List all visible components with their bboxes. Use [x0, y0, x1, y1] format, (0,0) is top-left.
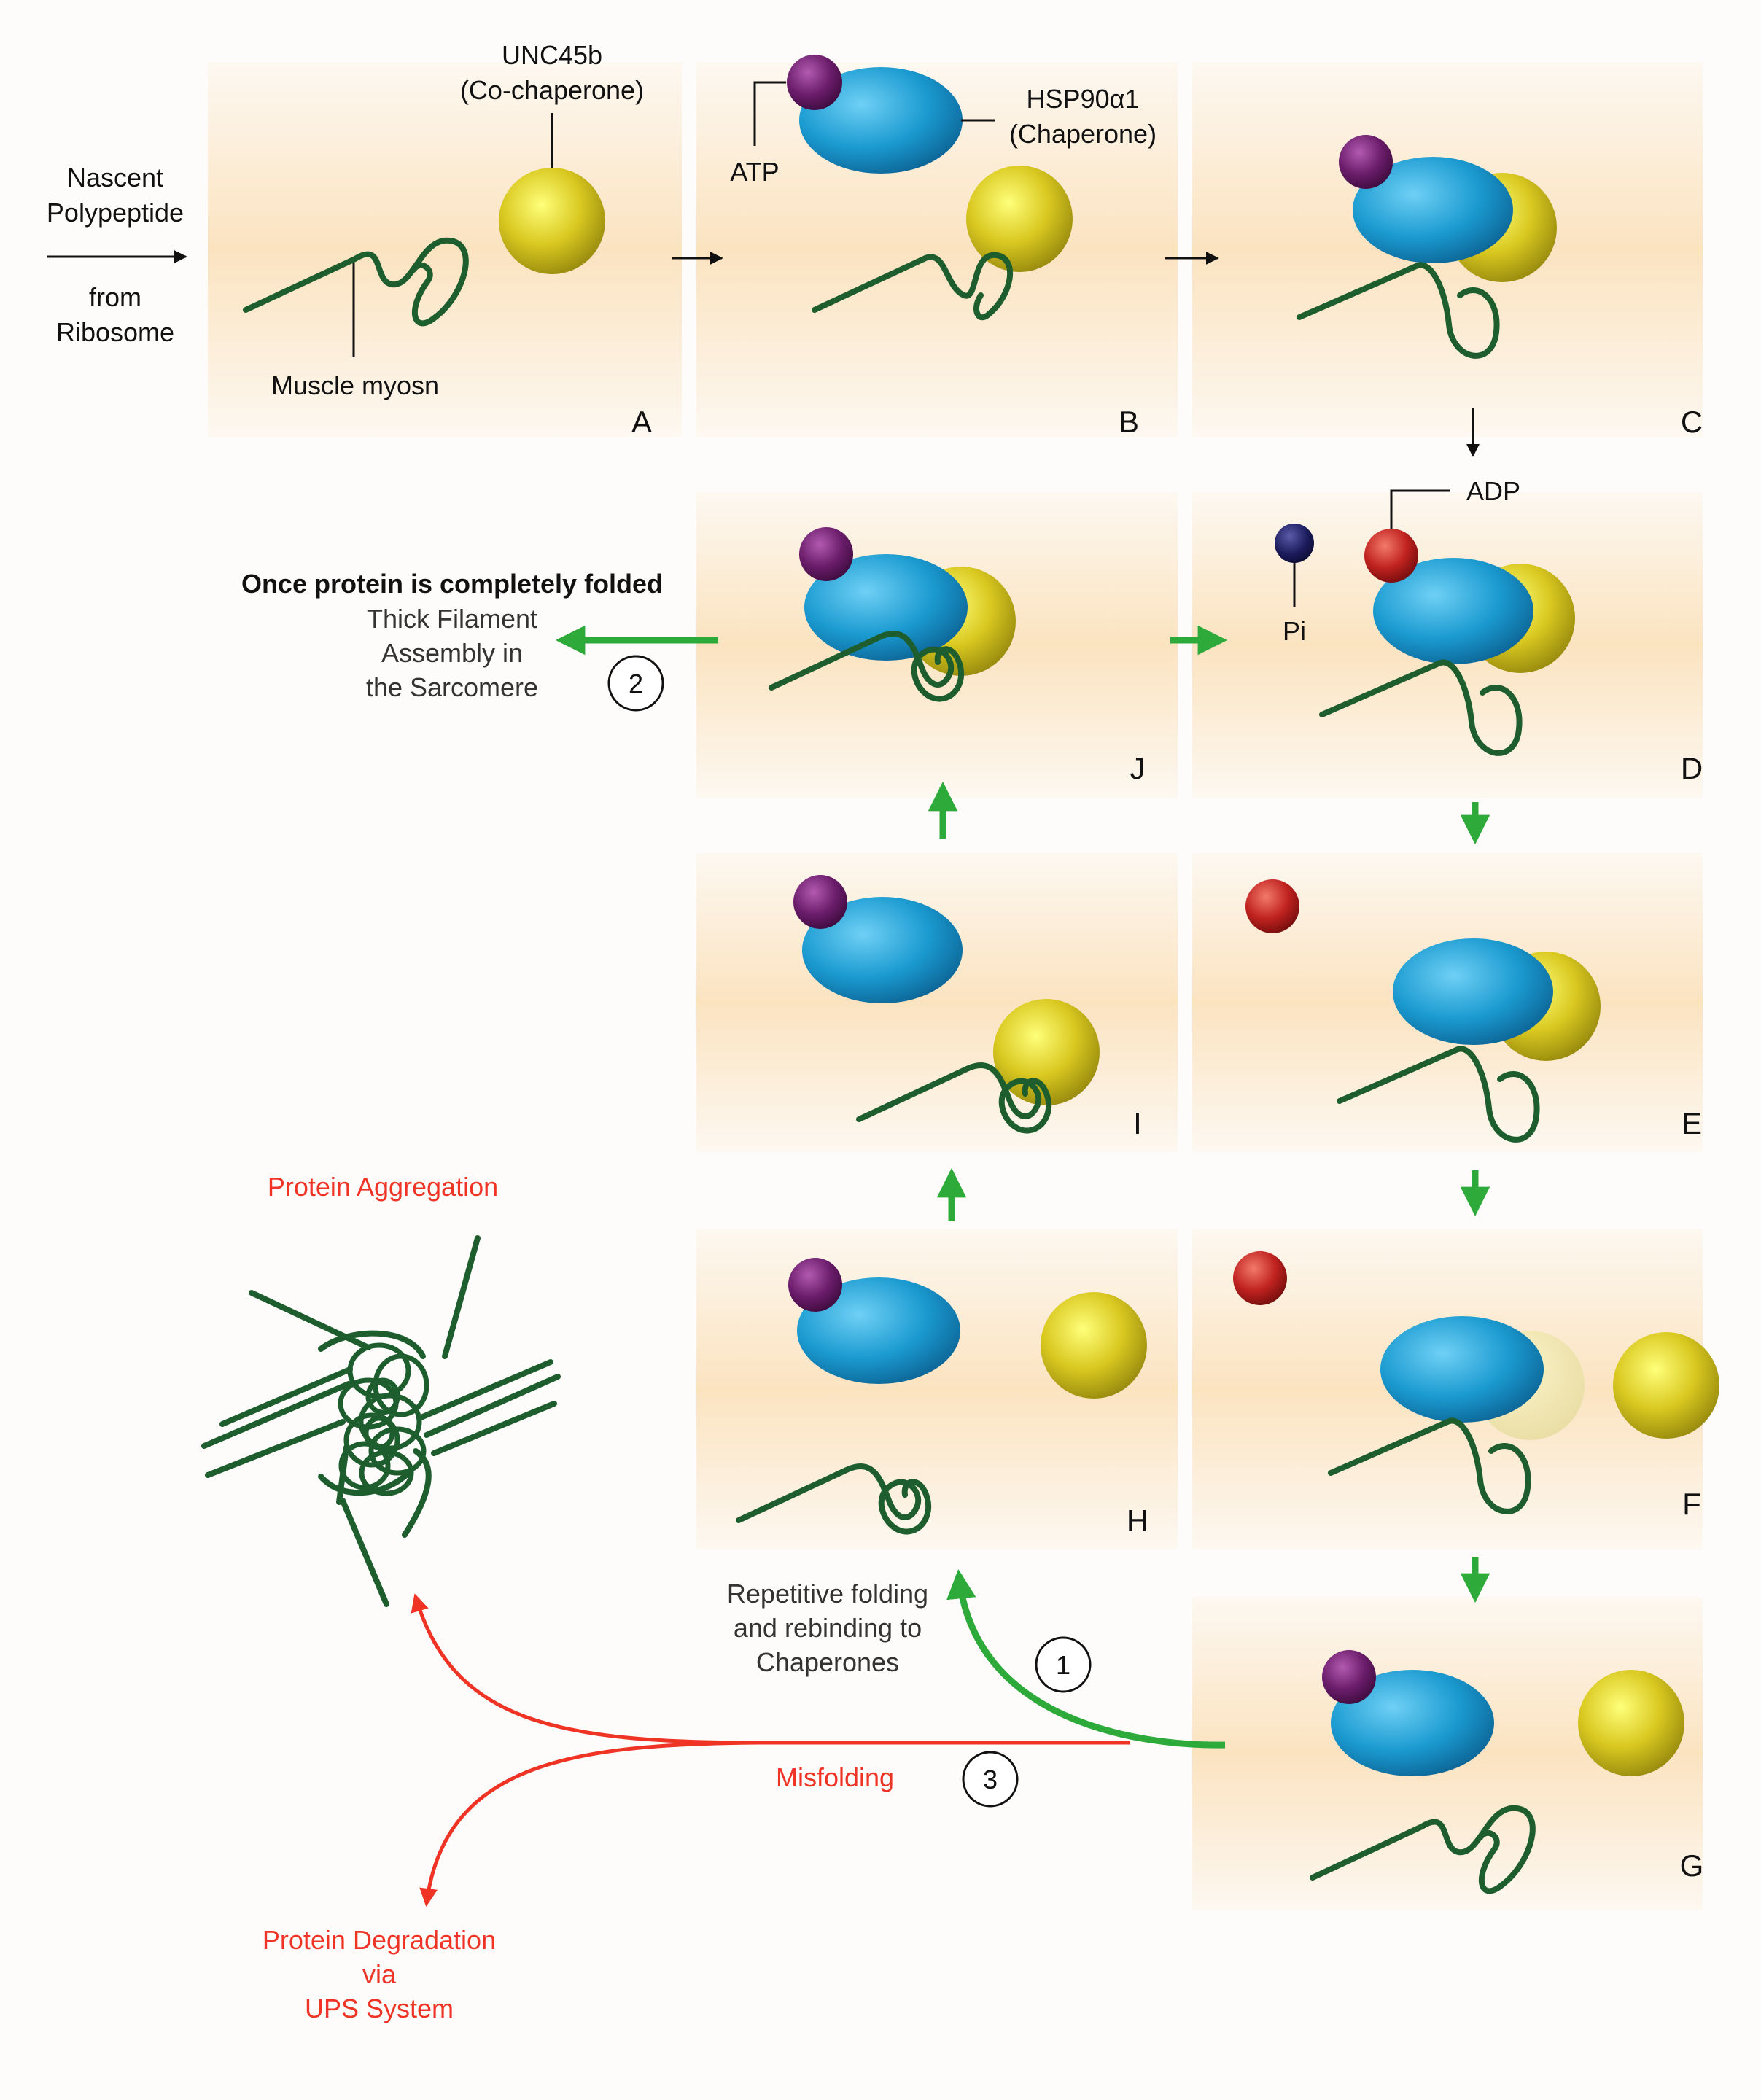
intro: Nascent Polypeptide from Ribosome — [47, 163, 187, 347]
atp-sphere — [799, 527, 853, 581]
panel-label-a: A — [631, 405, 652, 439]
panel-a-bg — [208, 62, 682, 438]
chaperone-label: (Chaperone) — [1009, 119, 1156, 149]
arrow-to-degradation — [419, 1741, 759, 1907]
atp-sphere — [787, 55, 842, 110]
atp-sphere — [1322, 1650, 1376, 1704]
panel-g: G — [1313, 1650, 1703, 1891]
panel-label-i: I — [1133, 1106, 1142, 1140]
arrow-g-to-h — [946, 1568, 1226, 1749]
unc45b-label: UNC45b — [502, 40, 602, 70]
atp-sphere — [788, 1258, 842, 1312]
unc45b-sphere — [1578, 1670, 1684, 1776]
hsp90-chaperone — [1331, 1670, 1494, 1776]
hsp90-chaperone — [802, 897, 963, 1003]
thick-filament-line-3: the Sarcomere — [366, 672, 538, 702]
hsp90-label: HSP90α1 — [1027, 84, 1140, 114]
atp-label: ATP — [730, 157, 779, 187]
unc45b-cochaperone-sphere — [499, 168, 605, 274]
step-2-circle — [607, 655, 664, 712]
thick-filament-line-1: Thick Filament — [367, 604, 537, 634]
unc45b-sphere — [966, 166, 1073, 272]
degradation-line-3: UPS System — [305, 1994, 454, 2023]
panel-e: E — [1245, 879, 1702, 1140]
step-2-label: 2 — [629, 669, 643, 699]
once-folded-label: Once protein is completely folded — [241, 569, 663, 599]
pi-sphere — [1275, 524, 1314, 563]
panel-b: ATP HSP90α1 (Chaperone) B — [730, 55, 1156, 439]
panel-a: UNC45b (Co-chaperone) Muscle myosn A — [246, 40, 652, 439]
adp-sphere-released — [1245, 879, 1299, 933]
panel-d: ADP Pi D — [1275, 476, 1703, 785]
repetitive-line-3: Chaperones — [756, 1647, 899, 1677]
repetitive-line-2: and rebinding to — [734, 1613, 922, 1643]
hsp90-chaperone — [804, 554, 968, 661]
panel-label-j: J — [1130, 751, 1146, 785]
muscle-myosin-label: Muscle myosn — [271, 370, 439, 400]
aggregate-core — [338, 1342, 429, 1496]
aggregation-label: Protein Aggregation — [268, 1172, 498, 1202]
misfolding-label: Misfolding — [776, 1762, 894, 1792]
arrow-to-aggregation — [411, 1593, 1130, 1745]
panel-label-c: C — [1681, 405, 1703, 439]
hsp90-chaperone — [1353, 157, 1513, 263]
panel-label-e: E — [1682, 1106, 1702, 1140]
unc45b-sphere-released — [1613, 1332, 1719, 1439]
adp-sphere-released — [1233, 1251, 1287, 1305]
thick-filament-line-2: Assembly in — [381, 638, 523, 668]
degradation-line-1: Protein Degradation — [263, 1925, 496, 1955]
panel-label-g: G — [1680, 1848, 1704, 1883]
nascent-label-line-2: Polypeptide — [47, 198, 184, 228]
misfolding-path: Misfolding 3 — [411, 1593, 1130, 1907]
panel-label-b: B — [1119, 405, 1139, 439]
aggregate-tangle — [201, 1235, 561, 1607]
panel-i-bg — [696, 853, 1178, 1152]
panel-h: H — [739, 1258, 1148, 1538]
nascent-label-line-1: Nascent — [67, 163, 163, 192]
adp-label: ADP — [1466, 476, 1520, 506]
panel-c: C — [1299, 135, 1703, 439]
atp-leader — [753, 81, 786, 146]
unc45b-sphere — [1041, 1292, 1147, 1399]
step-3-circle — [962, 1751, 1019, 1808]
hsp90-chaperone — [1380, 1316, 1544, 1423]
panel-label-f: F — [1682, 1487, 1701, 1521]
protein-aggregation: Protein Aggregation — [201, 1172, 561, 1607]
repetitive-folding-path: Repetitive folding and rebinding to Chap… — [727, 1568, 1226, 1749]
hsp90-chaperone — [797, 1278, 960, 1384]
adp-sphere — [1364, 529, 1418, 583]
panel-j: J — [771, 527, 1146, 785]
from-label: from — [89, 282, 141, 312]
repetitive-line-1: Repetitive folding — [727, 1579, 928, 1609]
pi-label: Pi — [1283, 616, 1306, 646]
atp-sphere — [1339, 135, 1393, 189]
step-1-label: 1 — [1056, 1650, 1070, 1680]
hsp90-chaperone — [799, 67, 963, 174]
protein-degradation: Protein Degradation via UPS System — [263, 1925, 496, 2023]
step-3-label: 3 — [983, 1765, 998, 1794]
ribosome-label: Ribosome — [56, 317, 174, 347]
panel-label-d: D — [1681, 751, 1703, 785]
folded-exit: Once protein is completely folded Thick … — [241, 569, 718, 712]
panel-i: I — [793, 875, 1142, 1140]
adp-leader — [1390, 489, 1450, 532]
step-1-circle — [1035, 1636, 1092, 1693]
hsp90-chaperone — [1393, 938, 1553, 1045]
cochaperone-label: (Co-chaperone) — [460, 75, 644, 105]
atp-sphere — [793, 875, 847, 929]
degradation-line-2: via — [362, 1959, 397, 1989]
panel-label-h: H — [1127, 1504, 1148, 1538]
panel-f: F — [1233, 1251, 1719, 1521]
hsp90-chaperone — [1373, 558, 1533, 664]
